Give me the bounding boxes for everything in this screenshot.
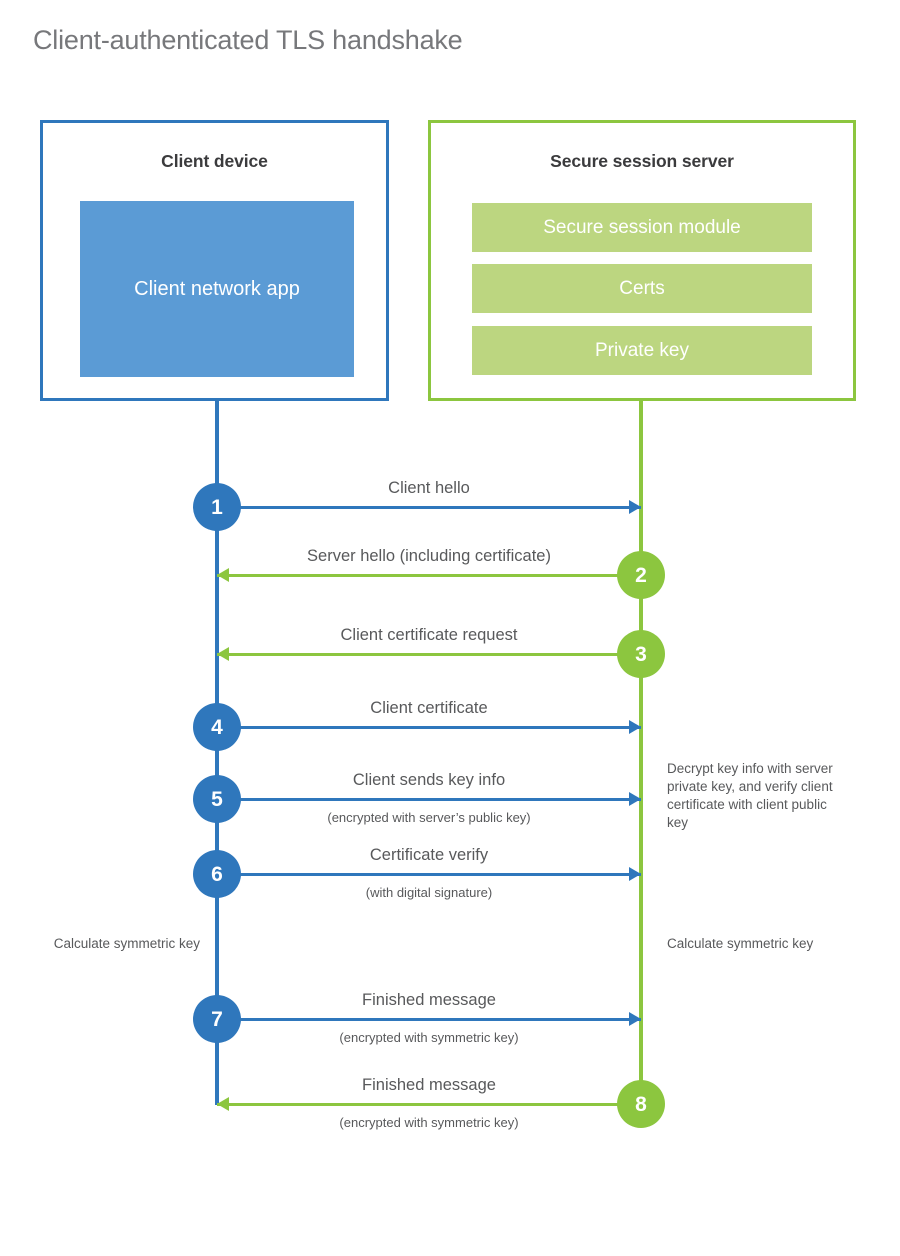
step-marker-5[interactable]: 5 <box>193 775 241 823</box>
arrow-right-icon <box>629 1012 641 1026</box>
server-block-certs: Certs <box>472 264 812 313</box>
message-1-label: Client hello <box>388 479 470 497</box>
message-4-label: Client certificate <box>370 699 488 717</box>
arrow-right-icon <box>629 720 641 734</box>
message-5-sublabel: (encrypted with server’s public key) <box>327 810 531 825</box>
message-7-label: Finished message <box>362 991 496 1009</box>
actor-box-server: Secure session server Secure session mod… <box>428 120 856 401</box>
message-8-label: Finished message <box>362 1076 496 1094</box>
arrow-left-icon <box>217 1097 229 1111</box>
step-marker-3[interactable]: 3 <box>617 630 665 678</box>
note-client-calculate: Calculate symmetric key <box>53 936 200 951</box>
page-title: Client-authenticated TLS handshake <box>33 25 463 55</box>
message-5-label: Client sends key info <box>352 771 506 789</box>
arrow-right-icon <box>629 867 641 881</box>
message-8-sublabel: (encrypted with symmetric key) <box>339 1115 519 1130</box>
step-marker-7[interactable]: 7 <box>193 995 241 1043</box>
lifeline-server <box>639 401 643 1105</box>
message-7-line <box>217 1017 641 1021</box>
message-3-line <box>217 652 641 656</box>
message-2-label: Server hello (including certificate) <box>307 547 551 565</box>
arrow-right-icon <box>629 792 641 806</box>
step-marker-4[interactable]: 4 <box>193 703 241 751</box>
message-2-line <box>217 573 641 577</box>
arrow-left-icon <box>217 568 229 582</box>
lifeline-client <box>215 401 219 1105</box>
server-block-private-key: Private key <box>472 326 812 375</box>
note-server-calculate: Calculate symmetric key <box>667 936 814 951</box>
message-5-line <box>217 797 641 801</box>
arrow-right-icon <box>629 500 641 514</box>
note-server-decrypt: Decrypt key info with server private key… <box>667 761 833 830</box>
step-marker-2[interactable]: 2 <box>617 551 665 599</box>
message-6-sublabel: (with digital signature) <box>365 885 493 900</box>
actor-title-server: Secure session server <box>550 151 734 171</box>
actor-title-client: Client device <box>161 151 268 171</box>
step-marker-8[interactable]: 8 <box>617 1080 665 1128</box>
actor-box-client: Client device Client network app <box>40 120 389 401</box>
message-6-label: Certificate verify <box>369 846 489 864</box>
message-3-label: Client certificate request <box>340 626 518 644</box>
message-4-line <box>217 725 641 729</box>
arrow-left-icon <box>217 647 229 661</box>
server-block-secure-session-module: Secure session module <box>472 203 812 252</box>
message-7-sublabel: (encrypted with symmetric key) <box>339 1030 519 1045</box>
message-1-line <box>217 505 641 509</box>
step-marker-1[interactable]: 1 <box>193 483 241 531</box>
client-network-app-block: Client network app <box>80 201 354 377</box>
step-marker-6[interactable]: 6 <box>193 850 241 898</box>
message-6-line <box>217 872 641 876</box>
message-8-line <box>217 1102 641 1106</box>
